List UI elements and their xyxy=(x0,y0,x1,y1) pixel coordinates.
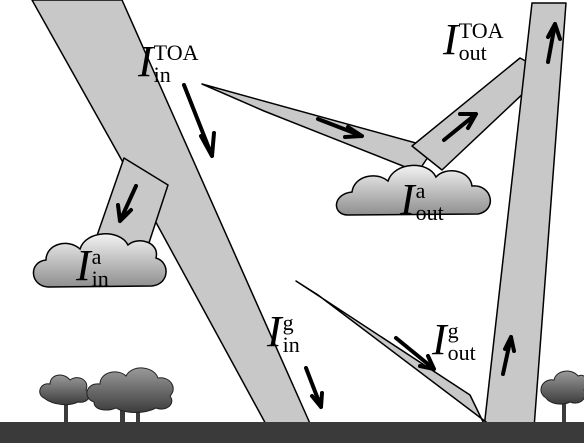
label-incoming-toa: I TOA in xyxy=(138,37,199,87)
label-symbol: I xyxy=(138,37,153,86)
label-superscript: TOA xyxy=(458,18,504,43)
label-subscript: in xyxy=(91,266,109,291)
cloud-icon xyxy=(335,164,492,216)
tree-icon xyxy=(39,374,91,422)
label-symbol: I xyxy=(400,175,415,224)
label-superscript: a xyxy=(415,178,426,203)
arrow-icon xyxy=(501,335,516,376)
arrow-icon xyxy=(442,112,478,142)
tree-icon xyxy=(86,367,174,422)
label-symbol: I xyxy=(443,15,458,64)
beam-atmosphere-reflection xyxy=(201,83,435,173)
arrows xyxy=(116,22,562,409)
label-symbol: I xyxy=(76,241,91,290)
label-incoming-ground: I g in xyxy=(267,307,300,357)
arrow-icon xyxy=(182,83,216,158)
tree-icon xyxy=(540,370,584,422)
label-subscript: in xyxy=(153,62,171,87)
cloud-icon xyxy=(32,233,167,288)
arrow-icon xyxy=(116,184,138,223)
label-superscript: a xyxy=(91,244,102,269)
label-incoming-atmosphere: I a in xyxy=(76,241,109,291)
arrow-icon xyxy=(304,366,324,409)
label-outgoing-atmosphere: I a out xyxy=(400,175,444,225)
arrow-icon xyxy=(394,336,436,371)
label-subscript: out xyxy=(415,200,444,225)
label-superscript: g xyxy=(282,310,294,335)
label-subscript: in xyxy=(282,332,300,357)
label-symbol: I xyxy=(267,307,282,356)
arrow-icon xyxy=(546,22,562,64)
beams xyxy=(31,0,567,429)
label-outgoing-toa: I TOA out xyxy=(443,15,504,65)
arrow-icon xyxy=(316,117,364,139)
beam-surface-to-space xyxy=(483,2,567,429)
label-superscript: TOA xyxy=(153,40,199,65)
label-symbol: I xyxy=(432,315,447,364)
label-subscript: out xyxy=(447,340,476,365)
label-outgoing-ground: I g out xyxy=(432,315,476,365)
trees xyxy=(39,367,584,422)
ground xyxy=(0,422,584,443)
label-subscript: out xyxy=(458,40,487,65)
label-superscript: g xyxy=(447,318,459,343)
